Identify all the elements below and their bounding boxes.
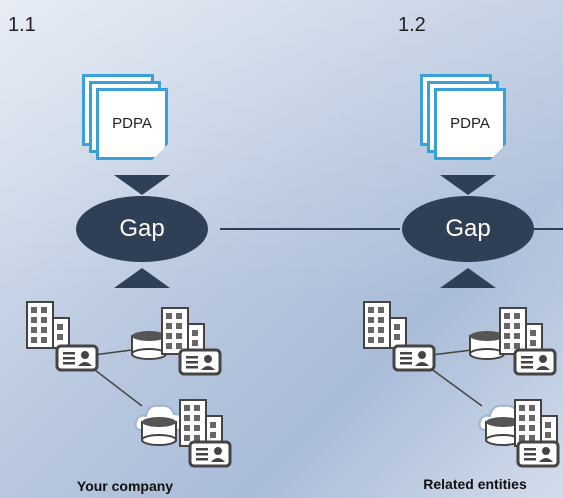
gap-node: Gap	[76, 196, 208, 262]
database-icon	[131, 330, 167, 360]
building-icon	[179, 399, 223, 447]
gap-connector-line-right	[528, 228, 563, 230]
section-number-2: 1.2	[398, 14, 426, 36]
document-page-front: PDPA	[96, 88, 168, 160]
id-card-icon	[188, 440, 232, 468]
building-icon	[499, 307, 543, 355]
building-icon	[514, 399, 558, 447]
gap-label: Gap	[119, 215, 165, 242]
section-number-1: 1.1	[8, 14, 36, 36]
arrow-up-triangle	[114, 268, 170, 288]
building-icon	[161, 307, 205, 355]
id-card-icon	[392, 344, 436, 372]
caption-related-entities: Related entities	[423, 476, 527, 492]
id-card-icon	[513, 348, 557, 376]
id-card-icon	[178, 348, 222, 376]
database-icon	[469, 330, 505, 360]
gap-node: Gap	[402, 196, 534, 262]
document-page-front: PDPA	[434, 88, 506, 160]
gap-connector-line	[220, 228, 400, 230]
document-stack-icon: PDPA	[82, 74, 192, 164]
id-card-icon	[55, 344, 99, 372]
arrow-up-triangle	[440, 268, 496, 288]
gap-label: Gap	[445, 215, 491, 242]
database-icon	[141, 416, 177, 446]
caption-your-company: Your company	[76, 478, 174, 494]
building-icon	[363, 301, 407, 349]
building-icon	[26, 301, 70, 349]
document-label: PDPA	[450, 115, 490, 132]
arrow-down-triangle	[114, 175, 170, 195]
arrow-down-triangle	[440, 175, 496, 195]
document-stack-icon: PDPA	[420, 74, 530, 164]
id-card-icon	[516, 440, 560, 468]
document-label: PDPA	[112, 115, 152, 132]
